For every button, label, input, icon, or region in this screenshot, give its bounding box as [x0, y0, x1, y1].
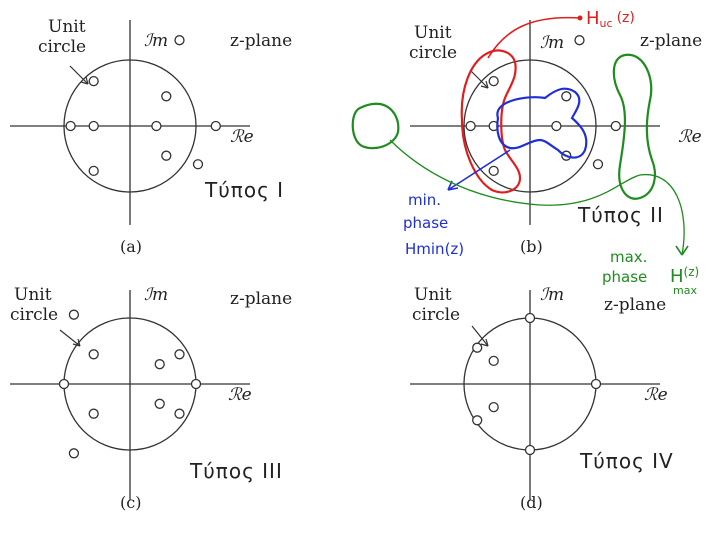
zero-marker	[58, 378, 70, 390]
unit-circle	[63, 59, 197, 193]
max-phase-loop-right	[612, 53, 656, 200]
panel-caption: (d)	[520, 493, 543, 512]
unit-circle-arrowhead	[72, 338, 81, 347]
unit-label: Unit	[14, 285, 52, 305]
zero-marker	[488, 355, 499, 367]
zero-marker	[551, 120, 562, 132]
max-phase-label-3: H(z)	[670, 265, 699, 287]
circle-label: circle	[409, 43, 457, 63]
circle-label: circle	[38, 37, 86, 57]
panel-caption: (b)	[520, 237, 543, 256]
max-phase-label-3-sub: max	[673, 284, 697, 297]
zero-marker	[88, 408, 99, 419]
zero-marker	[154, 398, 165, 409]
zero-marker	[472, 415, 483, 426]
zero-marker	[68, 309, 80, 320]
z-plane-label: z-plane	[640, 31, 702, 51]
zero-marker	[590, 378, 602, 390]
max-phase-connector	[389, 139, 685, 256]
zero-marker	[88, 165, 99, 177]
zero-marker	[68, 448, 80, 459]
unit-label: Unit	[414, 285, 452, 305]
z-plane-label: z-plane	[230, 289, 292, 309]
panel-caption: (a)	[120, 237, 142, 256]
imag-axis-label: ℐm	[540, 285, 564, 305]
max-phase-label-1: max.	[610, 248, 647, 266]
z-plane-label: z-plane	[604, 295, 666, 315]
zero-marker	[488, 165, 499, 177]
unit-circle-arrowhead	[480, 338, 489, 347]
type-label: Τύπος ΙΙ	[577, 203, 664, 227]
zero-marker	[190, 378, 202, 390]
zero-marker	[210, 120, 221, 132]
huc-loop	[460, 49, 522, 194]
zero-marker	[65, 120, 76, 132]
zero-marker	[488, 75, 499, 87]
unit-label: Unit	[48, 17, 86, 37]
max-phase-label-2: phase	[602, 268, 647, 286]
min-phase-label-2: phase	[403, 214, 448, 232]
unit-circle-pointer	[69, 65, 89, 85]
zero-marker	[472, 342, 483, 353]
unit-label: Unit	[414, 23, 452, 43]
huc-pointer	[487, 16, 581, 59]
type-label: Τύπος ΙΙΙ	[189, 459, 283, 483]
imag-axis-label: ℐm	[144, 31, 168, 51]
panel-caption: (c)	[120, 493, 141, 512]
real-axis-label: ℛe	[678, 127, 702, 147]
huc-pointer-dot	[577, 15, 583, 21]
unit-circle-arrowhead	[80, 76, 89, 85]
zero-marker	[161, 91, 172, 102]
real-axis-label: ℛe	[228, 385, 252, 405]
circle-label: circle	[412, 305, 460, 325]
zero-marker	[592, 159, 604, 170]
min-phase-label-1: min.	[408, 191, 441, 209]
annotations: Huc(z) min. phase Hmin(z) max. phase H(z…	[351, 8, 699, 297]
type-label: Τύπος Ι	[204, 178, 284, 202]
zero-marker	[174, 35, 185, 46]
zero-marker	[524, 312, 536, 324]
zero-marker	[488, 401, 499, 413]
real-axis-label: ℛe	[644, 385, 668, 405]
zero-marker	[151, 120, 162, 132]
imag-axis-label: ℐm	[144, 285, 168, 305]
zero-marker	[154, 359, 165, 370]
zero-marker	[524, 444, 536, 456]
max-phase-loop-left	[351, 102, 400, 150]
zero-marker	[88, 349, 99, 360]
type-label: Τύπος IV	[579, 449, 674, 473]
unit-circle-pointer	[469, 69, 489, 89]
zero-marker	[574, 35, 585, 46]
zero-marker	[192, 159, 204, 170]
circle-label: circle	[10, 305, 58, 325]
imag-axis-label: ℐm	[540, 33, 564, 53]
zero-marker	[610, 120, 621, 132]
min-phase-pointer	[447, 149, 511, 191]
unit-circle-arrowhead	[480, 80, 489, 89]
zero-marker	[88, 75, 99, 87]
unit-circle-pointer	[471, 325, 489, 347]
z-plane-label: z-plane	[230, 31, 292, 51]
real-axis-label: ℛe	[230, 127, 254, 147]
huc-label: Huc(z)	[586, 8, 635, 30]
unit-circle	[463, 59, 597, 193]
zero-marker	[174, 349, 185, 360]
zero-marker	[561, 91, 572, 102]
max-phase-arrowhead	[675, 245, 689, 256]
zero-marker	[161, 150, 172, 161]
zero-marker	[174, 408, 185, 419]
unit-circle-pointer	[59, 329, 81, 347]
min-phase-label-3: Hmin(z)	[405, 240, 464, 258]
zero-marker	[465, 120, 476, 132]
zero-marker	[88, 120, 99, 132]
min-phase-loop	[496, 87, 588, 159]
